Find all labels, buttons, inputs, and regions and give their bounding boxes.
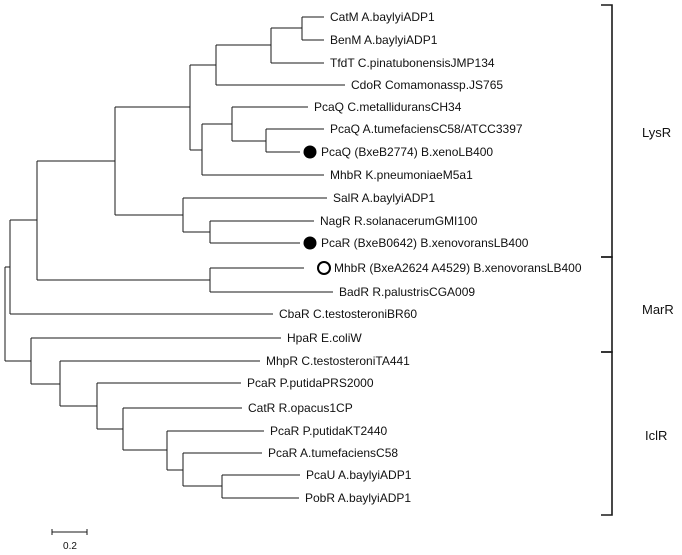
leaf-label: NagR R.solanacerumGMI100 — [320, 214, 478, 228]
branch — [270, 27, 324, 64]
branch — [9, 219, 273, 315]
branch — [96, 382, 241, 430]
branch — [4, 266, 31, 362]
leaf-label: PcaU A.baylyiADP1 — [306, 468, 412, 482]
leaf-label: CbaR C.testosteroniBR60 — [279, 307, 417, 321]
leaf-markers — [303, 145, 331, 275]
lysr-bracket — [601, 4, 613, 258]
scale-bar-line — [51, 529, 88, 535]
leaf-labels: CatM A.baylyiADP1 BenM A.baylyiADP1 TfdT… — [247, 10, 582, 505]
leaf-label: PcaQ C.metalliduransCH34 — [314, 100, 462, 114]
branch — [122, 407, 242, 451]
group-label-lysr: LysR — [642, 125, 671, 140]
leaf-label: PobR A.baylyiADP1 — [305, 491, 411, 505]
leaf-label: MhbR K.pneumoniaeM5a1 — [330, 168, 473, 182]
leaf-label: PcaQ A.tumefaciensC58/ATCC3397 — [330, 122, 523, 136]
group-label-iclr: IclR — [645, 428, 667, 443]
open-circle-marker — [317, 261, 331, 275]
leaf-label: BadR R.palustrisCGA009 — [339, 285, 475, 299]
branch — [301, 16, 324, 41]
leaf-label: BenM A.baylyiADP1 — [330, 33, 438, 47]
branch — [166, 430, 264, 471]
leaf-label: PcaR A.tumefaciensC58 — [268, 446, 398, 460]
leaf-label: CatR R.opacus1CP — [248, 401, 353, 415]
filled-circle-marker — [303, 236, 317, 250]
tree-branches — [4, 16, 345, 499]
branch — [221, 474, 300, 499]
leaf-label: TfdT C.pinatubonensisJMP134 — [330, 56, 495, 70]
group-brackets: LysR MarR IclR — [601, 4, 674, 516]
branch — [209, 267, 333, 293]
branch — [182, 197, 327, 233]
leaf-label: CatM A.baylyiADP1 — [330, 10, 435, 24]
leaf-label: PcaR P.putidaPRS2000 — [247, 376, 374, 390]
branch — [209, 220, 314, 244]
leaf-label: PcaR (BxeB0642) B.xenovoransLB400 — [321, 236, 529, 250]
leaf-label: HpaR E.coliW — [287, 331, 362, 345]
scale-bar-label: 0.2 — [63, 541, 77, 552]
iclr-bracket — [601, 351, 613, 516]
branch — [215, 44, 345, 86]
scale-bar: 0.2 — [51, 529, 88, 552]
leaf-label: SalR A.baylyiADP1 — [333, 191, 435, 205]
group-label-marr: MarR — [642, 302, 674, 317]
branch — [114, 106, 190, 216]
filled-circle-marker — [303, 145, 317, 159]
branch — [189, 64, 216, 151]
leaf-label: CdoR Comamonassp.JS765 — [351, 78, 503, 92]
leaf-label: MhbR (BxeA2624 A4529) B.xenovoransLB400 — [334, 261, 582, 275]
leaf-label: PcaQ (BxeB2774) B.xenoLB400 — [321, 145, 493, 159]
leaf-label: MhpR C.testosteroniTA441 — [266, 354, 410, 368]
branch — [36, 160, 210, 281]
marr-bracket — [601, 256, 613, 353]
leaf-label: PcaR P.putidaKT2440 — [270, 424, 388, 438]
branch — [231, 106, 308, 142]
